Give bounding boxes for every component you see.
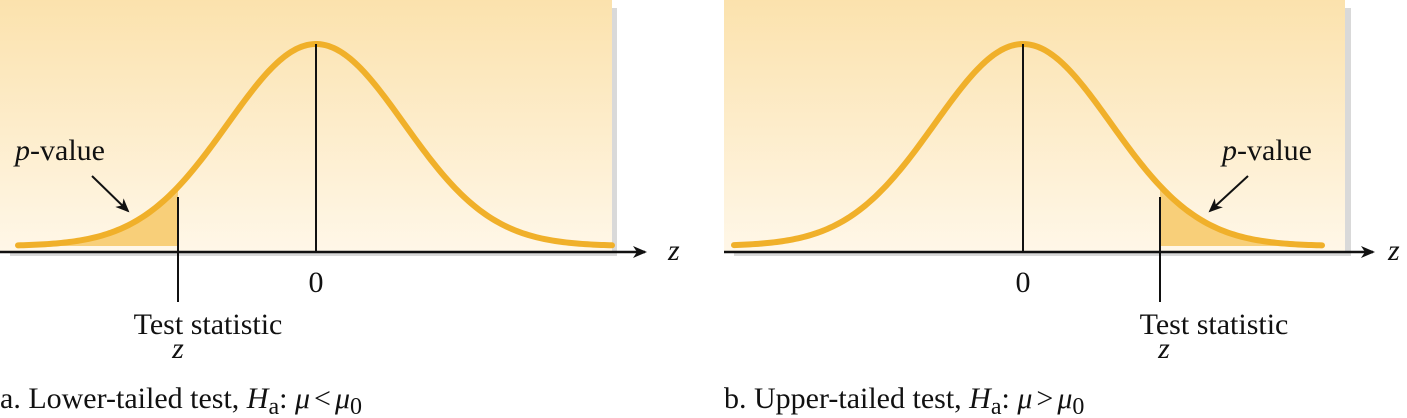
panel-a: z 0 p-value Test statistic z a. Lower-ta… xyxy=(0,0,680,418)
panel-b-caption-mu: μ xyxy=(1016,382,1032,415)
panel-b-statistic-symbol: z xyxy=(1157,332,1170,365)
panel-a-pvalue-label: p-value xyxy=(13,134,105,167)
panel-a-caption-colon: : xyxy=(279,382,295,415)
panel-b-caption-sub: a xyxy=(991,394,1002,418)
panel-b-caption-prefix: b. Upper-tailed test, xyxy=(724,382,969,415)
panel-a-pvalue-arrow xyxy=(91,175,130,213)
panel-b-axis-label: z xyxy=(1387,234,1400,267)
panel-a-zero-label: 0 xyxy=(309,266,324,299)
panel-b-pvalue-dash: - xyxy=(1237,134,1247,167)
panel-a-caption-op: < xyxy=(314,382,331,415)
panel-b-caption-op: > xyxy=(1036,382,1053,415)
panel-a-pvalue-dash: - xyxy=(30,134,40,167)
panel-b-caption: b. Upper-tailed test, Ha: μ>μ0 xyxy=(724,382,1084,418)
panel-a-caption: a. Lower-tailed test, Ha: μ<μ0 xyxy=(0,382,362,418)
panel-b-caption-mu0: μ xyxy=(1056,382,1072,415)
panel-b-caption-H: H xyxy=(968,382,993,415)
panel-b-pvalue-arrow xyxy=(1208,175,1249,213)
panel-b-pvalue-label: p-value xyxy=(1220,134,1312,167)
panel-a-pvalue-area xyxy=(18,186,178,246)
panel-b-zero-label: 0 xyxy=(1016,266,1031,299)
panel-b-caption-colon: : xyxy=(1001,382,1017,415)
panel-b-background xyxy=(724,0,1345,252)
panel-a-statistic-label: Test statistic xyxy=(134,308,283,341)
panel-b: z 0 p-value Test statistic z b. Upper-ta… xyxy=(724,0,1400,418)
panel-a-statistic-symbol: z xyxy=(171,332,184,365)
panel-a-background xyxy=(0,0,612,252)
panel-a-caption-sub: a xyxy=(268,394,279,418)
panel-a-caption-zero: 0 xyxy=(350,394,362,418)
panel-b-statistic-label: Test statistic xyxy=(1140,308,1289,341)
panel-a-caption-H: H xyxy=(246,382,271,415)
panel-b-pvalue-area xyxy=(1160,185,1322,246)
panel-b-normal-curve xyxy=(731,40,1325,249)
panel-a-caption-mu0: μ xyxy=(334,382,350,415)
panel-a-caption-mu: μ xyxy=(294,382,310,415)
panel-b-pvalue-text: value xyxy=(1247,134,1312,167)
panel-a-pvalue-text: value xyxy=(40,134,105,167)
panel-a-caption-prefix: a. Lower-tailed test, xyxy=(0,382,247,415)
panel-b-caption-zero: 0 xyxy=(1072,394,1084,418)
panel-b-pvalue-p: p xyxy=(1220,134,1237,167)
panel-a-axis-label: z xyxy=(667,234,680,267)
panel-a-pvalue-p: p xyxy=(13,134,30,167)
